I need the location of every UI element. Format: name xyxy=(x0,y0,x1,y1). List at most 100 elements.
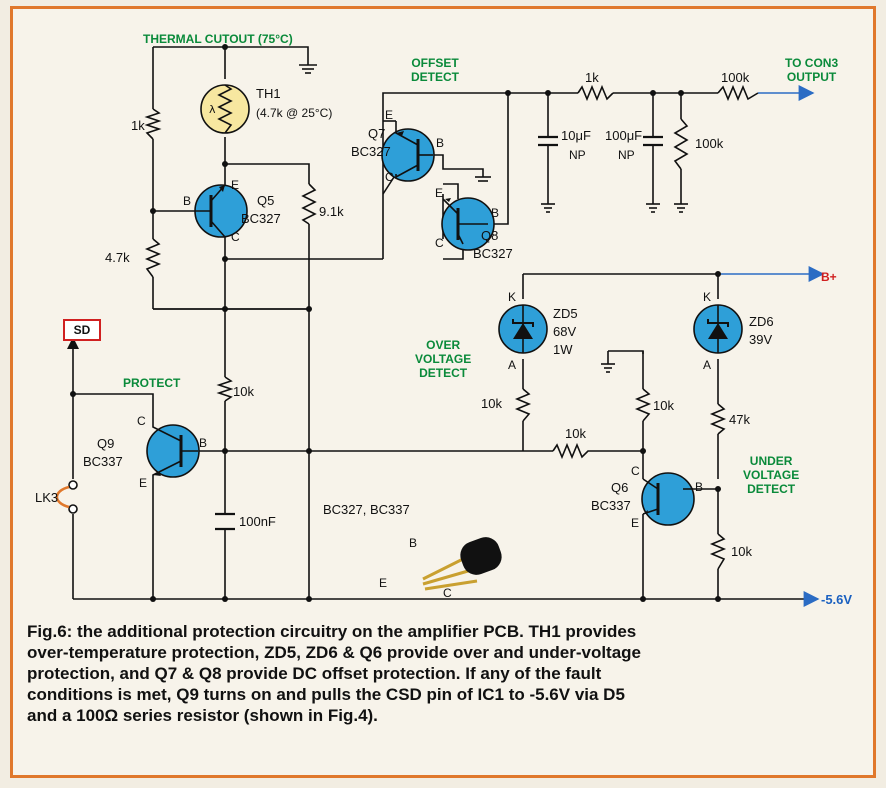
neg-rail-label: -5.6V xyxy=(821,592,853,607)
caption-line: protection, and Q7 & Q8 provide DC offse… xyxy=(27,664,602,683)
zd5-watt-label: 1W xyxy=(553,342,573,357)
q5-type-label: BC327 xyxy=(241,211,281,226)
r-1k-left-label: 1k xyxy=(131,118,145,133)
q5-b-label: B xyxy=(183,194,192,208)
transistor-q7 xyxy=(381,121,435,182)
q5-c-label: C xyxy=(231,230,240,244)
q8-c-label: C xyxy=(435,236,444,250)
q7-e-label: E xyxy=(385,108,394,122)
pin-e-label: E xyxy=(379,576,388,590)
r-10k-gnd-label: 10k xyxy=(653,398,674,413)
q8-e-label: E xyxy=(435,186,444,200)
sd-arrow-icon xyxy=(67,337,79,349)
q7-type-label: BC327 xyxy=(351,144,391,159)
q7-c-label: C xyxy=(385,170,394,184)
protect-label: PROTECT xyxy=(123,376,181,390)
svg-text:λ: λ xyxy=(209,103,216,116)
transistor-q6 xyxy=(641,472,695,526)
c100-np-label: NP xyxy=(618,148,635,162)
wires xyxy=(72,46,825,607)
zd6-voltage-label: 39V xyxy=(749,332,773,347)
link-lk3 xyxy=(55,480,78,514)
q7-b-label: B xyxy=(436,136,445,150)
resistor-10k-mid xyxy=(216,376,234,402)
q7-name-label: Q7 xyxy=(368,126,386,141)
transistor-q8 xyxy=(441,197,495,251)
zd6-name-label: ZD6 xyxy=(749,314,774,329)
caption-line: over-temperature protection, ZD5, ZD6 & … xyxy=(27,643,642,662)
q6-e-label: E xyxy=(631,516,640,530)
q5-e-label: E xyxy=(231,178,240,192)
resistor-1k-top xyxy=(577,84,614,102)
caption-line: and a 100Ω series resistor (shown in Fig… xyxy=(27,706,378,725)
q8-name-label: Q8 xyxy=(481,228,499,243)
r-10k-zd5-label: 10k xyxy=(481,396,502,411)
r-4k7-left-label: 4.7k xyxy=(105,250,130,265)
c10-np-label: NP xyxy=(569,148,586,162)
caption-line: conditions is met, Q9 turns on and pulls… xyxy=(27,685,625,704)
figure-caption: Fig.6: the additional protection circuit… xyxy=(27,621,867,726)
thermal-cutout-label: THERMAL CUTOUT (75°C) xyxy=(143,32,293,46)
r-10k-bottom-label: 10k xyxy=(731,544,752,559)
resistor-10k-bottom xyxy=(709,533,727,570)
sd-terminal: SD xyxy=(63,319,101,341)
junction-dots xyxy=(70,44,721,602)
resistor-9k1 xyxy=(301,183,317,225)
zd5-k-label: K xyxy=(508,290,517,304)
pin-c-label: C xyxy=(443,586,452,600)
q9-b-label: B xyxy=(199,436,208,450)
resistor-10k-base xyxy=(552,442,598,460)
r-10k-base-label: 10k xyxy=(565,426,586,441)
caption-line: Fig.6: the additional protection circuit… xyxy=(27,622,637,641)
resistor-100k-shunt xyxy=(673,118,689,170)
b-plus-label: B+ xyxy=(821,270,837,284)
zener-zd6 xyxy=(693,304,743,354)
th1-value-label: (4.7k @ 25°C) xyxy=(256,106,333,120)
q9-type-label: BC337 xyxy=(83,454,123,469)
r-1k-top-label: 1k xyxy=(585,70,599,85)
zd5-name-label: ZD5 xyxy=(553,306,578,321)
resistor-47k xyxy=(709,403,727,435)
resistor-10k-zd5 xyxy=(514,388,532,422)
zd5-voltage-label: 68V xyxy=(553,324,577,339)
r-47k-right-label: 47k xyxy=(729,412,750,427)
q6-b-label: B xyxy=(695,480,704,494)
q6-type-label: BC337 xyxy=(591,498,631,513)
zd5-a-label: A xyxy=(508,358,517,372)
r-10k-mid-label: 10k xyxy=(233,384,254,399)
transistor-package-icon xyxy=(422,537,502,591)
q8-type-label: BC327 xyxy=(473,246,513,261)
c100-label: 100μF xyxy=(605,128,643,143)
thermistor-th1: λ xyxy=(200,84,250,134)
q6-name-label: Q6 xyxy=(611,480,629,495)
r-100k-shunt-label: 100k xyxy=(695,136,724,151)
r-9k1-label: 9.1k xyxy=(319,204,344,219)
q9-c-label: C xyxy=(137,414,146,428)
zener-zd5 xyxy=(498,304,548,354)
c10-label: 10μF xyxy=(561,128,591,143)
pin-b-label: B xyxy=(409,536,418,550)
lk3-label: LK3 xyxy=(35,490,59,505)
q6-c-label: C xyxy=(631,464,640,478)
zd6-a-label: A xyxy=(703,358,712,372)
resistor-10k-right xyxy=(634,388,652,422)
circuit-diagram: λ xyxy=(55,44,825,607)
transistor-q5 xyxy=(191,174,248,244)
q5-name-label: Q5 xyxy=(257,193,275,208)
resistor-100k-top xyxy=(717,84,759,102)
zd6-k-label: K xyxy=(703,290,712,304)
q8-b-label: B xyxy=(491,206,500,220)
resistor-1k-left xyxy=(144,108,162,140)
q9-name-label: Q9 xyxy=(97,436,115,451)
c-100nf-label: 100nF xyxy=(239,514,276,529)
bc-pinout-title: BC327, BC337 xyxy=(323,502,410,517)
resistor-4k7-left xyxy=(144,238,162,278)
capacitors xyxy=(215,135,663,531)
resistors xyxy=(144,84,759,570)
th1-label: TH1 xyxy=(256,86,281,101)
q9-e-label: E xyxy=(139,476,148,490)
